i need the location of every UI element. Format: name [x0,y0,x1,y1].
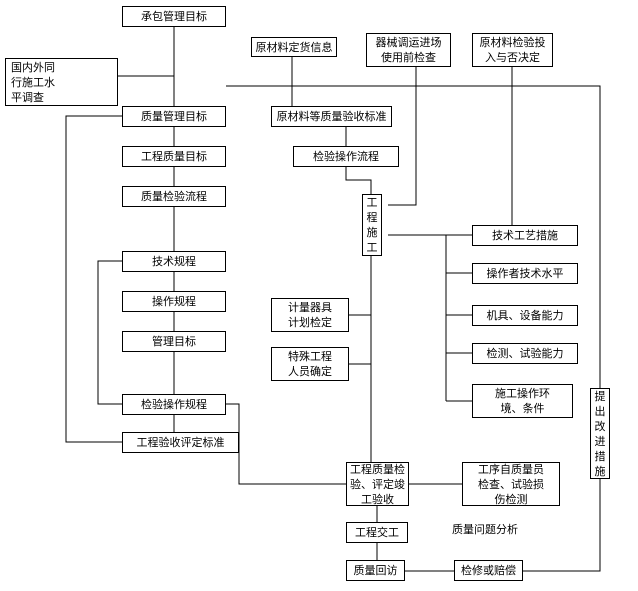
node-repair: 检修或赔偿 [454,560,523,581]
node-domestic-survey: 国内外同 行施工水 平调查 [5,58,118,106]
node-construction: 工 程 施 工 [362,194,382,256]
node-eng-quality-goal: 工程质量目标 [122,146,226,167]
node-tech-rules: 技术规程 [122,251,226,272]
node-mgmt-goal: 管理目标 [122,331,226,352]
node-handover: 工程交工 [346,522,408,543]
node-contract-goal: 承包管理目标 [122,6,226,27]
node-quality-inspect-flow: 质量检验流程 [122,186,226,207]
node-equipment-check: 器械调运进场 使用前检查 [366,33,451,67]
node-quality-goal: 质量管理目标 [122,106,226,127]
node-equipment-capacity: 机具、设备能力 [472,305,578,326]
node-testing-capacity: 检测、试验能力 [472,343,578,364]
node-material-accept-std: 原材料等质量验收标准 [271,106,392,127]
node-operator-skill: 操作者技术水平 [472,263,578,284]
node-inspect-op-rules: 检验操作规程 [122,394,226,415]
node-meter-plan: 计量器具 计划检定 [271,298,349,332]
node-tech-process: 技术工艺措施 [472,225,578,246]
node-inspect-op-flow: 检验操作流程 [293,146,399,167]
node-improve: 提 出 改 进 措 施 [590,388,610,479]
label-problem-analysis: 质量问题分析 [452,523,518,536]
node-environment: 施工操作环 境、条件 [472,384,573,418]
node-self-inspect: 工序自质量员 检查、试验损 伤检测 [462,462,560,506]
node-material-supplier: 原材料定货信息 [251,37,337,57]
node-acceptance-std: 工程验收评定标准 [122,432,239,453]
node-revisit: 质量回访 [346,560,405,581]
node-operation-rules: 操作规程 [122,291,226,312]
node-quality-accept: 工程质量检 验、评定竣 工验收 [346,462,409,506]
node-special-staff: 特殊工程 人员确定 [271,347,349,381]
node-material-decide: 原材料检验投 入与否决定 [472,33,553,67]
